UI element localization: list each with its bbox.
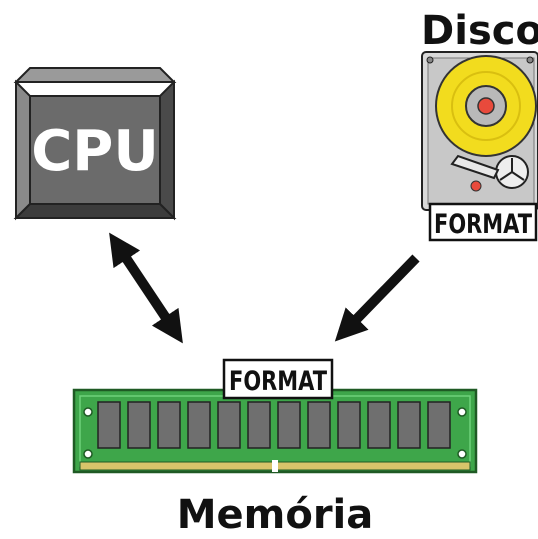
memory-module: FORMAT <box>72 358 478 474</box>
cpu-chip: CPU <box>13 67 177 221</box>
hard-disk: FORMAT <box>421 51 538 242</box>
read-head-arm <box>450 154 500 180</box>
disk-format-tag <box>428 202 538 242</box>
memory-chips <box>97 401 451 449</box>
cpu-label: CPU <box>31 119 159 184</box>
disk-memory-arrow <box>334 254 420 342</box>
memory-title: Memória <box>177 492 374 538</box>
memory-format-label: FORMAT <box>229 366 327 397</box>
disk-title: Disco <box>421 8 538 54</box>
disk-format-label: FORMAT <box>434 209 532 240</box>
cpu-memory-arrow <box>109 232 183 344</box>
memory-format-tag <box>222 358 334 400</box>
